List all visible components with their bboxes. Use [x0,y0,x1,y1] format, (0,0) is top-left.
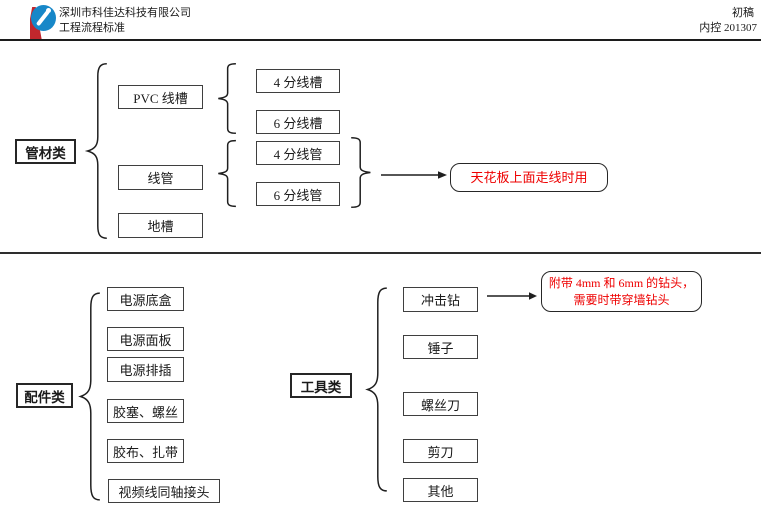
node-power-box: 电源底盒 [107,287,184,311]
arrow-drill-note [487,292,537,300]
node-scissors: 剪刀 [403,439,478,463]
node-accessory-category: 配件类 [16,383,73,408]
note-drill-line2: 需要时带穿墙钻头 [573,292,670,307]
header-right: 初稿 内控 201307 [699,6,757,36]
node-tape-tie: 胶布、扎带 [107,439,184,463]
brace-tools [364,286,388,493]
node-coax-connector: 视频线同轴接头 [108,479,220,503]
node-duct-6fen: 6 分线槽 [256,110,340,134]
header-rule [0,39,761,41]
company-name: 深圳市科佳达科技有限公司 [59,7,191,19]
node-anchor-screw: 胶塞、螺丝 [107,399,184,423]
node-pvc-duct: PVC 线槽 [118,85,203,109]
node-wire-pipe: 线管 [118,165,203,190]
note-ceiling-usage: 天花板上面走线时用 [450,163,608,192]
node-screwdriver: 螺丝刀 [403,392,478,416]
node-impact-drill: 冲击钻 [403,287,478,312]
brace-wire-pipe [215,140,237,207]
logo-white-dot [46,8,51,13]
node-pipe-category: 管材类 [15,139,76,164]
node-others: 其他 [403,478,478,502]
brace-accessories [77,291,101,502]
arrow-ceiling-note [381,171,447,179]
closing-brace-pipe [350,137,374,208]
header-left: 深圳市科佳达科技有限公司 工程流程标准 [59,6,191,36]
node-power-panel: 电源面板 [107,327,184,351]
node-floor-duct: 地槽 [118,213,203,238]
brace-pipe [84,62,108,240]
note-drill-line1: 附带 4mm 和 6mm 的钻头， [548,275,695,290]
node-hammer: 锤子 [403,335,478,359]
company-logo-icon [30,5,56,41]
node-power-strip: 电源排插 [107,357,184,382]
note-drill-bits: 附带 4mm 和 6mm 的钻头， 需要时带穿墙钻头 [541,271,702,312]
node-tool-category: 工具类 [290,373,352,398]
node-pipe-4fen: 4 分线管 [256,141,340,165]
doc-title: 工程流程标准 [59,22,125,34]
brace-pvc-duct [215,63,237,134]
section-divider [0,252,761,254]
draft-label: 初稿 [732,7,754,19]
node-pipe-6fen: 6 分线管 [256,182,340,206]
node-duct-4fen: 4 分线槽 [256,69,340,93]
control-number: 内控 201307 [699,22,757,34]
